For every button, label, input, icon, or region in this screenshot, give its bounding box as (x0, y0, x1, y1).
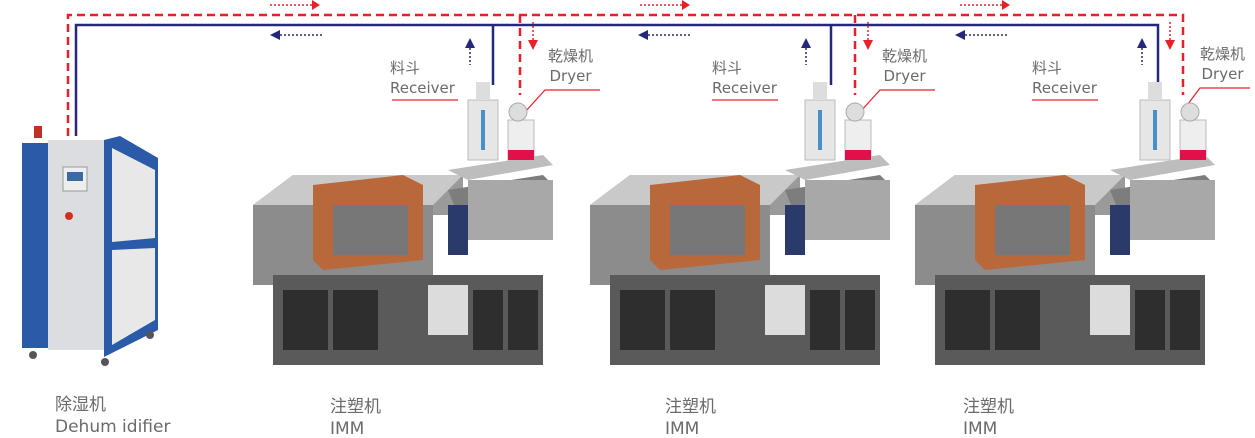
dehumidifier-label-zh: 除湿机 (55, 395, 106, 415)
receiver-en: Receiver (1032, 79, 1097, 97)
imm-label-2: 注塑机 IMM (665, 396, 716, 438)
dryer-en: Dryer (883, 67, 926, 85)
imm-label-1: 注塑机 IMM (330, 396, 381, 438)
dryer-en: Dryer (1201, 65, 1244, 83)
imm-en: IMM (330, 419, 365, 438)
flow-arrows (270, 0, 1175, 65)
receiver-zh: 料斗 (1032, 59, 1063, 77)
receiver-label-2: 料斗 Receiver (712, 58, 777, 98)
imm-en: IMM (963, 419, 998, 438)
dryer-zh: 乾燥机 (548, 47, 594, 65)
dryer-label-3: 乾燥机 Dryer (1200, 44, 1245, 84)
return-air-line (74, 23, 1160, 136)
imm-label-3: 注塑机 IMM (963, 396, 1014, 438)
receiver-dryer-2 (804, 81, 872, 161)
dryer-en: Dryer (549, 67, 592, 85)
dryer-zh: 乾燥机 (1200, 45, 1246, 63)
dryer-label-2: 乾燥机 Dryer (882, 46, 927, 86)
imm-2 (590, 155, 890, 365)
receiver-label-3: 料斗 Receiver (1032, 58, 1097, 98)
dryer-zh: 乾燥机 (882, 47, 928, 65)
dehumidifier-cabinet (22, 126, 158, 366)
receiver-dryer-1 (467, 81, 535, 161)
imm-3 (915, 155, 1215, 365)
dryer-label-1: 乾燥机 Dryer (548, 46, 593, 86)
imm-1 (253, 155, 553, 365)
receiver-zh: 料斗 (390, 59, 421, 77)
receiver-en: Receiver (712, 79, 777, 97)
dehumidifier-label-en: Dehum idifier (55, 417, 171, 437)
imm-en: IMM (665, 419, 700, 438)
receiver-label-1: 料斗 Receiver (390, 58, 455, 98)
receiver-en: Receiver (390, 79, 455, 97)
imm-zh: 注塑机 (963, 397, 1014, 417)
supply-air-line (66, 13, 1185, 136)
receiver-zh: 料斗 (712, 59, 743, 77)
imm-zh: 注塑机 (665, 397, 716, 417)
imm-zh: 注塑机 (330, 397, 381, 417)
dehumidifier-label: 除湿机 Dehum idifier (55, 394, 170, 438)
